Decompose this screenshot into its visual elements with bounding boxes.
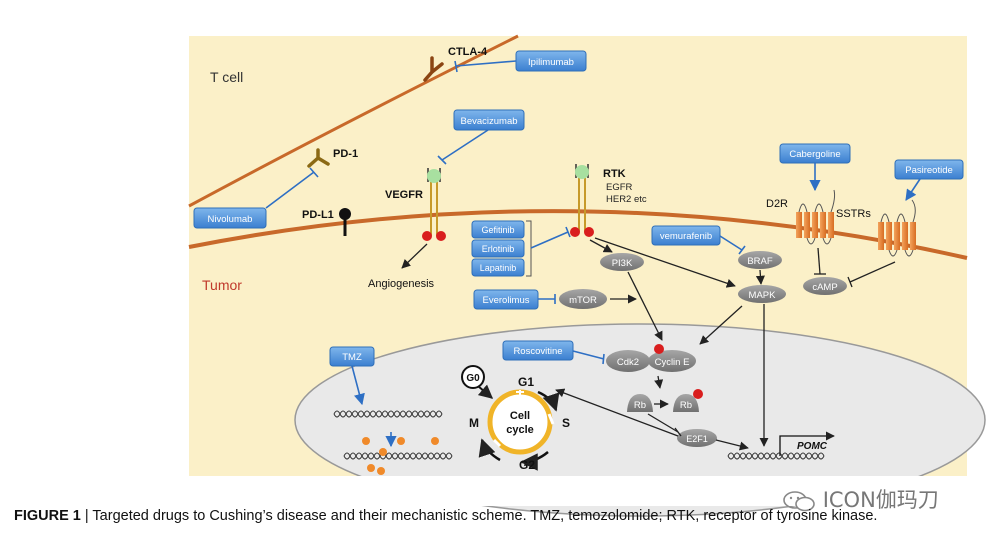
svg-text:Nivolumab: Nivolumab [208, 214, 253, 225]
vegfr-label: VEGFR [385, 189, 423, 201]
node-braf: BRAF [738, 251, 782, 269]
svg-text:Cabergoline: Cabergoline [789, 149, 840, 160]
m-label: M [469, 416, 479, 430]
node-mtor: mTOR [559, 289, 607, 309]
wechat-icon [783, 491, 815, 512]
dna-tmz [333, 410, 453, 460]
drug-ipilimumab: Ipilimumab [515, 50, 587, 72]
svg-text:Cyclin E: Cyclin E [655, 357, 690, 368]
drug-erlotinib: Erlotinib [471, 239, 525, 258]
node-cdk2: Cdk2 [606, 350, 650, 372]
svg-text:vemurafenib: vemurafenib [660, 231, 712, 242]
g2-label: G2 [519, 458, 535, 472]
svg-text:E2F1: E2F1 [686, 434, 708, 444]
sstr-receptor [878, 199, 916, 257]
svg-text:MAPK: MAPK [749, 290, 777, 301]
svg-text:Bevacizumab: Bevacizumab [460, 116, 517, 127]
panel-bottom-mask [189, 476, 979, 506]
agonist-arrows [351, 163, 921, 406]
methyl-groups [362, 437, 439, 475]
svg-text:Gefitinib: Gefitinib [481, 225, 514, 235]
watermark: ICON伽玛刀 [782, 484, 939, 514]
node-pi3k: PI3K [600, 253, 644, 271]
watermark-text: ICON伽玛刀 [822, 488, 939, 512]
node-rb-unphosphorylated: Rb [627, 394, 653, 412]
svg-text:Rb: Rb [634, 400, 646, 411]
d2r-label: D2R [766, 198, 788, 210]
rtk-label: RTK [603, 168, 626, 180]
pd1-receptor [307, 148, 330, 168]
sstrs-label: SSTRs [836, 208, 871, 220]
rtk-receptor [570, 164, 594, 237]
rtk-sub2: HER2 etc [606, 194, 647, 205]
caption-label: FIGURE 1 [14, 508, 81, 524]
node-cyclin-e: Cyclin E [648, 344, 696, 372]
svg-text:TMZ: TMZ [342, 352, 362, 363]
svg-text:Pasireotide: Pasireotide [905, 165, 953, 176]
drug-pasireotide: Pasireotide [894, 159, 964, 180]
pdl1-ligand [339, 208, 351, 236]
svg-text:Lapatinib: Lapatinib [480, 263, 517, 273]
ctla4-label: CTLA-4 [448, 46, 488, 58]
drug-gefitinib: Gefitinib [471, 220, 525, 239]
node-rb-phosphorylated: Rb [673, 389, 703, 412]
svg-text:BRAF: BRAF [747, 256, 773, 267]
node-mapk: MAPK [738, 285, 786, 303]
drug-roscovitine: Roscovitine [502, 340, 574, 361]
pdl1-label: PD-L1 [302, 209, 334, 221]
drug-tmz: TMZ [329, 346, 375, 367]
svg-text:Cdk2: Cdk2 [617, 357, 639, 368]
drug-nivolumab: Nivolumab [193, 207, 267, 229]
vegfr-receptor [422, 168, 446, 241]
g0-label: G0 [466, 373, 480, 384]
pomc-label: POMC [797, 441, 828, 452]
svg-text:Everolimus: Everolimus [483, 295, 530, 306]
dna-pomc [727, 431, 835, 460]
tumor-label: Tumor [202, 277, 242, 293]
pd1-label: PD-1 [333, 148, 358, 160]
svg-text:Erlotinib: Erlotinib [482, 244, 515, 254]
figure-caption: FIGURE 1 | Targeted drugs to Cushing’s d… [14, 508, 974, 524]
svg-text:Roscovitine: Roscovitine [513, 346, 562, 357]
node-camp: cAMP [803, 277, 847, 295]
cycle-label: cycle [506, 424, 534, 436]
tki-bracket [526, 220, 532, 277]
s-label: S [562, 416, 570, 430]
cell-cycle [461, 365, 560, 471]
inhibitor-lines [265, 60, 746, 365]
pathway-arrows [401, 237, 896, 451]
angiogenesis-label: Angiogenesis [368, 278, 435, 290]
cell-label: Cell [510, 410, 530, 422]
svg-text:cAMP: cAMP [812, 282, 837, 293]
drug-everolimus: Everolimus [473, 289, 539, 310]
t-cell-label: T cell [210, 69, 243, 85]
drug-lapatinib: Lapatinib [471, 258, 525, 277]
svg-text:mTOR: mTOR [569, 295, 597, 306]
d2r-receptor [796, 189, 836, 245]
svg-text:Ipilimumab: Ipilimumab [528, 57, 574, 68]
node-e2f1: E2F1 [677, 429, 717, 447]
g1-label: G1 [518, 375, 534, 389]
caption-text: | Targeted drugs to Cushing’s disease an… [80, 508, 878, 524]
svg-text:PI3K: PI3K [612, 258, 633, 269]
ctla4-receptor [423, 56, 444, 82]
drug-bevacizumab: Bevacizumab [453, 109, 525, 131]
drug-vemurafenib: vemurafenib [651, 225, 721, 246]
svg-text:Rb: Rb [680, 400, 692, 411]
drug-cabergoline: Cabergoline [779, 143, 851, 164]
t-cell-membrane [188, 34, 519, 208]
rtk-sub1: EGFR [606, 182, 633, 193]
